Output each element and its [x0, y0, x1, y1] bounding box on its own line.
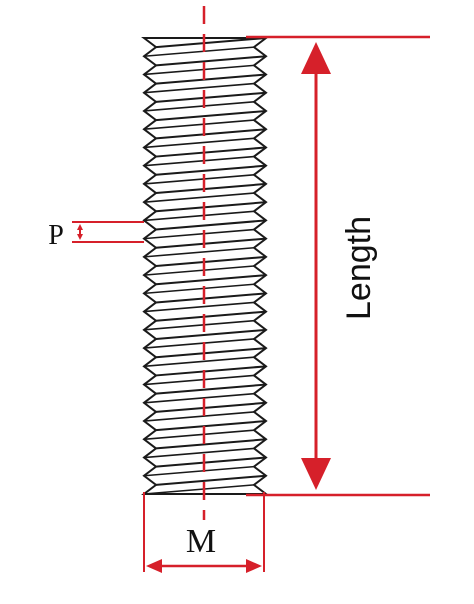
thread-line: [155, 73, 267, 85]
pitch-arrowhead-down-icon: [77, 234, 83, 240]
thread-line: [143, 192, 255, 203]
thread-line: [155, 219, 267, 231]
thread-line: [143, 155, 255, 167]
thread-line: [155, 146, 267, 158]
thread-line: [155, 328, 267, 340]
thread-line: [155, 164, 267, 176]
diameter-label: M: [186, 523, 216, 560]
thread-line: [143, 265, 255, 276]
thread-line: [143, 411, 255, 422]
thread-line: [143, 465, 255, 477]
thread-line: [155, 37, 267, 49]
thread-line: [155, 274, 267, 286]
thread-line: [143, 64, 255, 76]
thread-line: [155, 310, 267, 322]
thread-line: [143, 429, 255, 441]
pitch-arrowhead-up-icon: [77, 224, 83, 230]
thread-line: [143, 246, 255, 258]
diameter-dimension: [143, 492, 265, 573]
thread-line: [143, 210, 255, 222]
thread-line: [143, 392, 255, 404]
thread-line: [143, 82, 255, 94]
thread-line: [143, 319, 255, 331]
thread-line: [143, 228, 255, 240]
thread-line: [155, 128, 267, 140]
thread-line: [155, 347, 267, 359]
thread-line: [155, 456, 267, 468]
thread-line: [155, 420, 267, 432]
diameter-arrowhead-right-icon: [246, 559, 262, 573]
diameter-arrowhead-left-icon: [146, 559, 162, 573]
pitch-label: P: [48, 220, 64, 251]
pitch-dimension: [72, 221, 144, 243]
thread-line: [155, 474, 267, 486]
thread-line: [143, 301, 255, 313]
thread-line: [155, 109, 267, 122]
thread-line: [155, 91, 267, 103]
thread-line: [155, 255, 267, 267]
thread-line: [143, 356, 255, 368]
thread-line: [143, 338, 255, 349]
thread-line: [143, 46, 255, 58]
thread-line: [155, 182, 267, 195]
length-label: Length: [340, 216, 378, 320]
thread-line: [143, 447, 255, 459]
length-dimension-arrow: [301, 42, 331, 490]
arrowhead-down-icon: [301, 458, 331, 490]
thread-line: [143, 101, 255, 112]
thread-line: [155, 383, 267, 395]
thread-line: [155, 401, 267, 413]
thread-line: [143, 137, 255, 149]
thread-line: [155, 292, 267, 304]
thread-line: [143, 119, 255, 130]
thread-line: [143, 174, 255, 185]
thread-line: [155, 365, 267, 377]
thread-line: [155, 201, 267, 213]
thread-line: [155, 237, 267, 249]
arrowhead-up-icon: [301, 42, 331, 74]
thread-line: [143, 374, 255, 386]
thread-line: [155, 55, 267, 67]
thread-line: [143, 283, 255, 295]
thread-line: [155, 438, 267, 450]
thread-line: [143, 484, 255, 495]
